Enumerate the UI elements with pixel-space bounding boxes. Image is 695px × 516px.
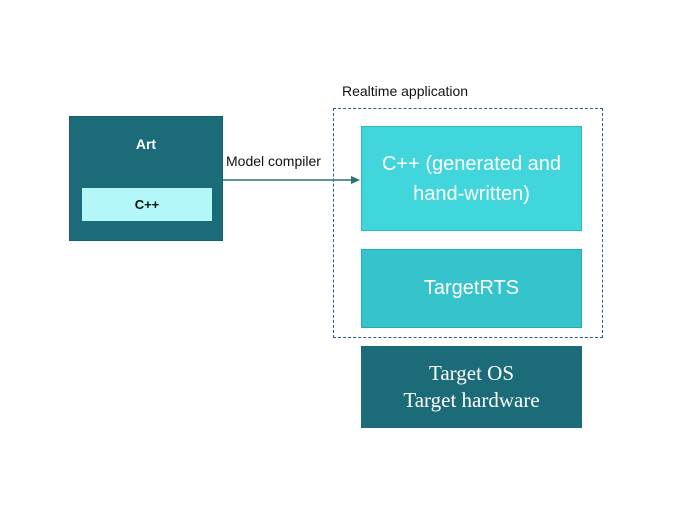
target-os-label: Target OS [428, 360, 515, 385]
target-rts-box: TargetRTS [361, 249, 582, 328]
art-title: Art [135, 136, 157, 152]
model-compiler-label: Model compiler [226, 153, 321, 169]
realtime-application-frame [333, 108, 603, 338]
target-platform-box: Target OS Target hardware [361, 346, 582, 428]
cpp-source-box: C++ [82, 188, 212, 221]
target-hardware-label: Target hardware [403, 388, 540, 412]
art-box [69, 116, 223, 241]
generated-code-box: C++ (generated and hand-written) [361, 126, 582, 231]
realtime-application-label: Realtime application [342, 83, 469, 99]
